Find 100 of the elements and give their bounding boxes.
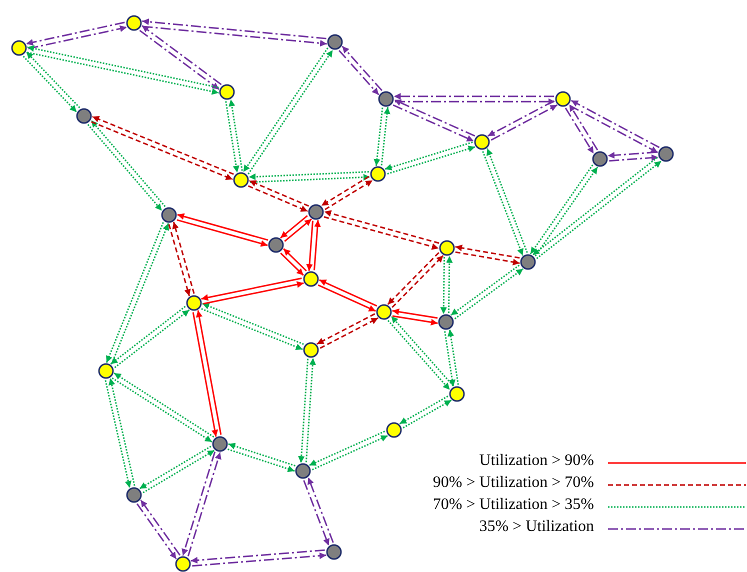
arrow (192, 552, 326, 567)
network-node (161, 207, 177, 223)
arrow (609, 154, 658, 162)
network-node (658, 146, 674, 162)
arrow (298, 358, 309, 463)
network-node (438, 314, 454, 330)
arrow (108, 378, 136, 486)
network-node (186, 295, 202, 311)
arrow (280, 215, 308, 238)
arrow (319, 279, 378, 307)
network-node (386, 422, 402, 438)
arrow (284, 218, 312, 242)
arrow (387, 146, 476, 175)
network-node (520, 254, 536, 270)
legend-label: 70% > Utilization > 35% (432, 496, 594, 514)
arrow (440, 256, 447, 314)
arrow (324, 216, 439, 250)
arrow (374, 108, 384, 166)
network-node (11, 40, 27, 56)
arrow (318, 284, 376, 312)
network-node (76, 108, 92, 124)
network-node (303, 342, 319, 358)
network-node (175, 556, 191, 572)
network-node (126, 487, 142, 503)
arrow (308, 477, 334, 543)
arrow (228, 99, 243, 171)
arrow (190, 549, 325, 564)
network-node (219, 84, 235, 100)
arrow (314, 220, 321, 270)
network-node (439, 240, 455, 256)
arrow (395, 98, 555, 105)
arrow (447, 329, 459, 385)
arrow (394, 99, 476, 137)
network-node (376, 304, 392, 320)
arrow (176, 219, 268, 247)
network-node (126, 15, 142, 31)
arrow (394, 93, 554, 100)
arrow (177, 213, 268, 241)
arrow (392, 308, 438, 319)
arrow (249, 180, 310, 207)
arrow (92, 116, 234, 175)
arrow (27, 52, 219, 95)
arrow (142, 18, 326, 40)
arrow (324, 210, 440, 244)
arrow (248, 171, 369, 180)
arrow (225, 101, 240, 173)
arrow (380, 107, 390, 166)
arrow (168, 224, 191, 296)
arrow (27, 45, 219, 88)
arrow (202, 302, 304, 345)
network-node (370, 166, 386, 182)
arrow (444, 331, 456, 387)
arrow (203, 281, 304, 304)
arrow (399, 396, 448, 424)
arrow (201, 278, 302, 301)
network-node (212, 436, 228, 452)
arrow (608, 151, 657, 159)
arrow (228, 442, 296, 466)
arrow (201, 308, 303, 350)
arrow (104, 380, 132, 488)
arrow (392, 315, 438, 326)
network-node (592, 151, 608, 167)
arrow (187, 452, 222, 556)
arrow (142, 26, 327, 47)
network-node (555, 91, 571, 107)
network-node (308, 204, 324, 220)
arrow (248, 185, 308, 212)
arrow (455, 244, 520, 259)
network-node (303, 271, 319, 287)
arrow (384, 141, 473, 170)
arrow (306, 220, 314, 271)
network-node (474, 134, 490, 150)
network-node (98, 363, 114, 379)
arrow (280, 252, 304, 276)
arrow (111, 223, 170, 364)
arrow (28, 25, 127, 50)
arrow (26, 22, 125, 46)
network-node (327, 34, 343, 50)
arrow (106, 222, 164, 363)
legend-label: 90% > Utilization > 70% (432, 474, 594, 492)
legend-label: 35% > Utilization (479, 518, 594, 536)
arrow (305, 358, 316, 462)
arrow (303, 480, 330, 546)
arrow (283, 248, 307, 272)
arrow (172, 222, 195, 294)
network-node (268, 237, 284, 253)
network-node (295, 463, 311, 479)
arrow (446, 256, 453, 314)
arrow (250, 174, 370, 183)
arrow (455, 251, 520, 266)
arrow (392, 104, 474, 142)
legend-label: Utilization > 90% (479, 452, 594, 470)
arrow (402, 400, 452, 428)
arrow (228, 448, 295, 472)
network-node (326, 544, 342, 560)
network-node (378, 91, 394, 107)
arrow (91, 121, 233, 180)
arrow (182, 452, 216, 556)
network-node (449, 386, 465, 402)
network-node (233, 172, 249, 188)
